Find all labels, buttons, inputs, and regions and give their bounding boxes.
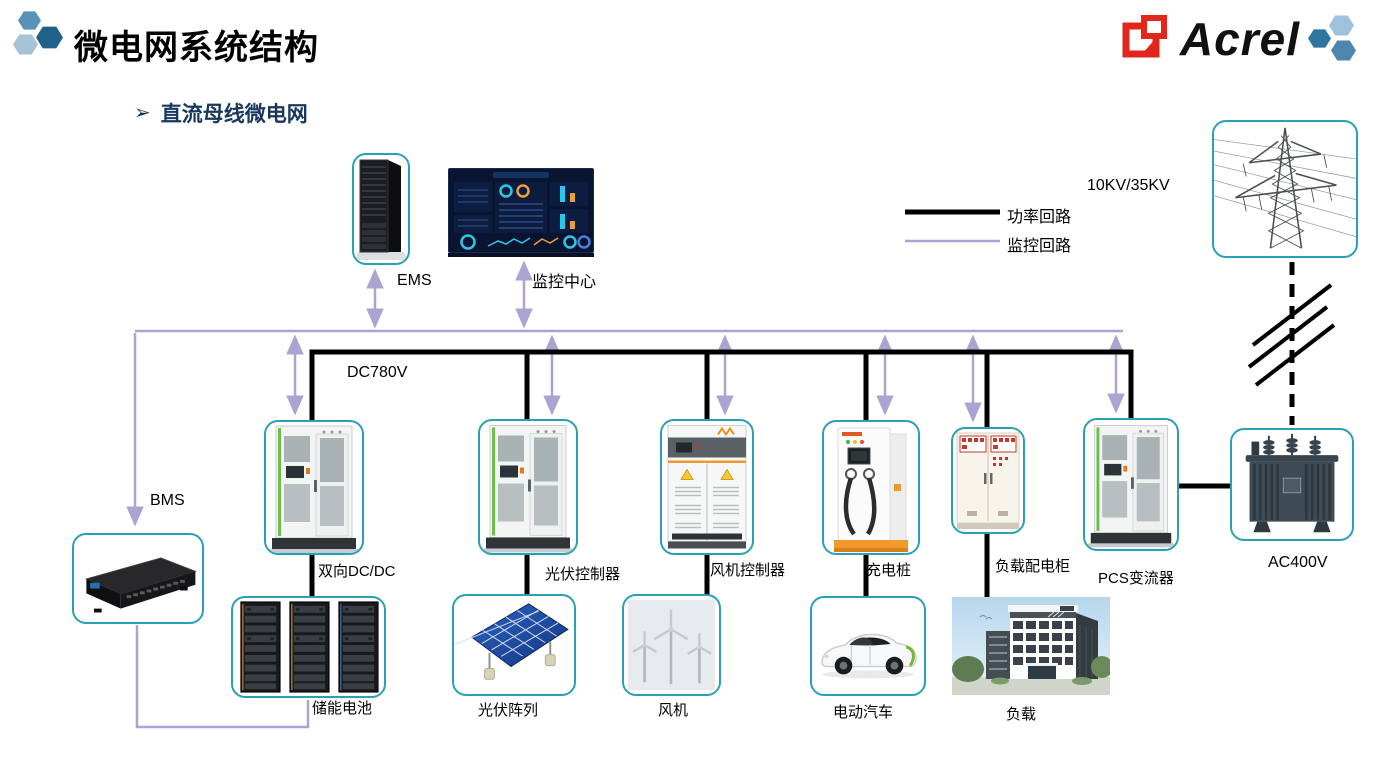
transformer-label: AC400V (1268, 554, 1328, 571)
wind-cabinet-image (667, 425, 747, 549)
battery-label: 储能电池 (312, 700, 373, 717)
dcdc-label: 双向DC/DC (318, 563, 396, 580)
distribution-cabinet-image (956, 432, 1020, 529)
brand-name: Acrel (1179, 13, 1300, 65)
power-cabinet-image (266, 425, 362, 553)
load-cabinet-node (951, 427, 1025, 534)
wind-turbines-image (627, 599, 716, 691)
electric-car-image (821, 633, 917, 679)
pv-array-label: 光伏阵列 (478, 702, 539, 719)
pcs-node (1083, 418, 1179, 551)
battery-node (231, 596, 386, 698)
power-cabinet-image (480, 425, 576, 553)
ems-node (352, 153, 410, 265)
dc-bus-label: DC780V (347, 364, 408, 381)
page-title: 微电网系统结构 (74, 29, 319, 67)
section-heading: ➢ 直流母线微电网 (134, 98, 308, 128)
ev-label: 电动汽车 (833, 704, 894, 721)
grid-tower-node (1212, 120, 1358, 258)
pcs-label: PCS变流器 (1098, 570, 1174, 587)
dashboard-screen-image (448, 168, 594, 257)
server-rack-image (355, 159, 407, 260)
ems-label: EMS (397, 272, 432, 289)
solar-panel-image (454, 603, 569, 680)
ev-charger-label: 充电桩 (866, 562, 912, 579)
building-photo-image (952, 597, 1110, 695)
wind-controller-node (660, 419, 754, 555)
pv-controller-label: 光伏控制器 (545, 566, 621, 583)
transmission-tower-image (1214, 127, 1356, 249)
header-hexagon-icon (6, 8, 68, 62)
power-cabinet-image (1085, 425, 1177, 548)
legend-power-label: 功率回路 (1007, 209, 1072, 226)
wind-controller-label: 风机控制器 (710, 562, 786, 579)
legend-monitor-label: 监控回路 (1007, 238, 1072, 255)
brand-logo: Acrel (1120, 8, 1360, 70)
pv-controller-node (478, 419, 578, 555)
wind-turbine-label: 风机 (658, 702, 689, 719)
battery-racks-image (240, 601, 379, 693)
bms-label: BMS (150, 492, 185, 509)
dcdc-node (264, 420, 364, 555)
pv-array-node (452, 594, 576, 696)
subtitle-arrow-icon: ➢ (134, 102, 151, 124)
bms-node (72, 533, 204, 624)
ev-node (810, 596, 926, 696)
monitor-center-label: 监控中心 (532, 274, 597, 291)
oil-transformer-image (1245, 433, 1339, 533)
bms-rack-device-image (84, 557, 197, 613)
wind-turbine-node (622, 594, 721, 696)
monitor-center-node (448, 168, 594, 257)
acrel-red-icon (1122, 15, 1167, 58)
load-label: 负载 (1006, 706, 1037, 723)
brand-hexagon-icon (1308, 13, 1360, 65)
ev-charger-node (822, 420, 920, 555)
transformer-node (1230, 428, 1354, 541)
subtitle-text: 直流母线微电网 (160, 103, 308, 126)
charger-pile-image (834, 427, 908, 552)
load-building-node (952, 597, 1110, 695)
grid-voltage-label: 10KV/35KV (1087, 177, 1170, 194)
load-cabinet-label: 负载配电柜 (995, 558, 1071, 575)
